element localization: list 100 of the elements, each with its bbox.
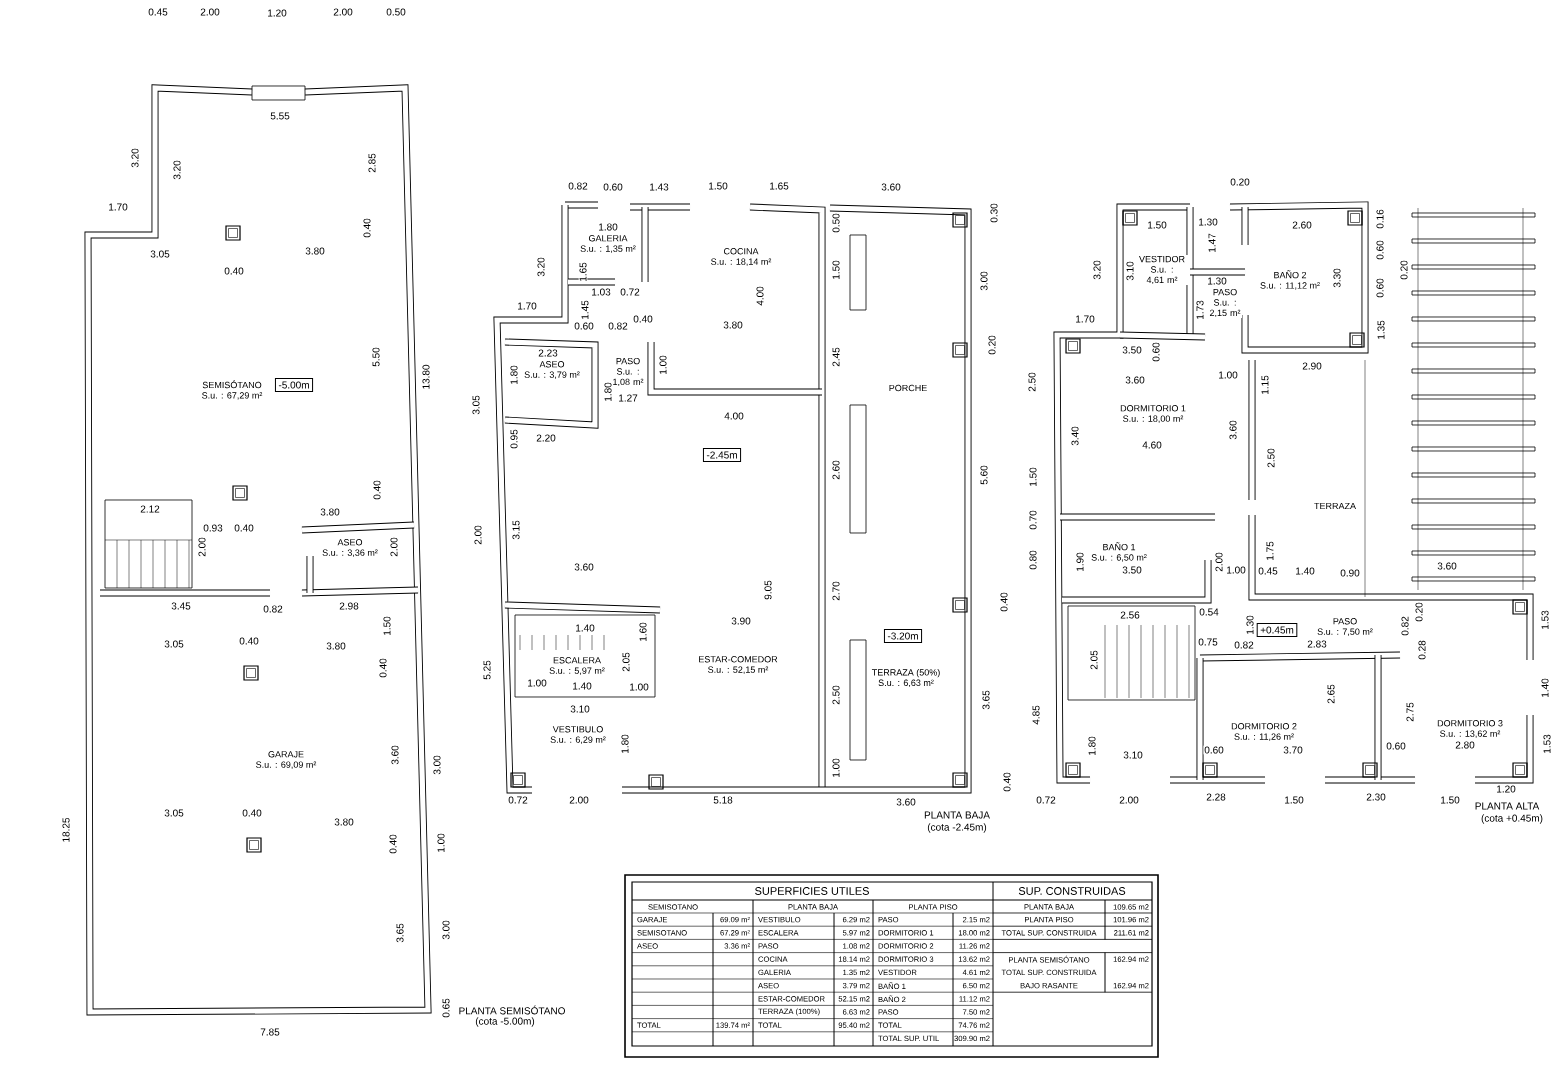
level-tag: -3.20m — [883, 628, 923, 644]
dimension-label: 1.65 — [768, 181, 790, 191]
level-tag: -2.45m — [702, 447, 742, 463]
dimension-label: 2.05 — [1089, 649, 1099, 671]
dimension-label: 3.80 — [722, 320, 744, 330]
dimension-label: 3.30 — [1332, 267, 1342, 289]
dimension-label: 3.65 — [395, 922, 405, 944]
dimension-label: 3.60 — [1436, 561, 1458, 571]
dimension-label: 0.82 — [262, 604, 284, 614]
table-heading: SUPERFICIES UTILES — [755, 887, 869, 895]
dimension-label: 1.50 — [382, 615, 392, 637]
dimension-label: 0.40 — [233, 523, 255, 533]
dimension-label: 0.40 — [1002, 771, 1012, 793]
dimension-label: 2.00 — [389, 536, 399, 558]
dimension-label: 1.00 — [526, 678, 548, 688]
dimension-label: 1.43 — [648, 182, 670, 192]
room-label: ASEO S.u. : 3,79 m² — [523, 360, 581, 380]
dimension-label: 0.70 — [1028, 509, 1038, 531]
dimension-label: 0.40 — [388, 833, 398, 855]
dimension-label: 3.60 — [1124, 375, 1146, 385]
dimension-label: 0.72 — [507, 795, 529, 805]
dimension-label: 3.00 — [432, 754, 442, 776]
dimension-label: 0.82 — [1233, 640, 1255, 650]
dimension-label: 0.20 — [987, 334, 997, 356]
dimension-label: 0.45 — [147, 7, 169, 17]
dimension-label: 1.30 — [1197, 217, 1219, 227]
dimension-label: 1.00 — [831, 757, 841, 779]
dimension-label: 3.05 — [149, 249, 171, 259]
dimension-label: 0.40 — [378, 657, 388, 679]
dimension-label: 3.80 — [304, 246, 326, 256]
plan-title: (cota -5.00m) — [474, 1016, 536, 1028]
dimension-label: 2.75 — [1405, 701, 1415, 723]
dimension-label: 0.30 — [989, 202, 999, 224]
dimension-label: 0.90 — [1339, 568, 1361, 578]
dimension-label: 1.70 — [1074, 314, 1096, 324]
dimension-label: 1.47 — [1207, 232, 1217, 254]
room-label: TERRAZA (50%) S.u. : 6,63 m² — [870, 667, 942, 689]
dimension-label: 3.10 — [1122, 750, 1144, 760]
dimension-label: 3.50 — [1121, 345, 1143, 355]
plan-title: (cota +0.45m) — [1480, 813, 1544, 825]
dimension-label: 1.40 — [1540, 677, 1550, 699]
room-label: GARAJE S.u. : 69,09 m² — [254, 750, 318, 770]
dimension-label: 3.00 — [979, 270, 989, 292]
dimension-label: 0.60 — [573, 321, 595, 331]
dimension-label: 2.00 — [199, 7, 221, 17]
dimension-label: 18.25 — [61, 816, 71, 844]
dimension-label: 2.28 — [1205, 792, 1227, 802]
room-label: PORCHE — [887, 383, 929, 393]
dimension-label: 3.05 — [471, 394, 481, 416]
dimension-label: 2.50 — [1027, 371, 1037, 393]
dimension-label: 1.50 — [1439, 795, 1461, 805]
dimension-label: 1.00 — [628, 682, 650, 692]
level-tag: +0.45m — [1256, 622, 1298, 638]
dimension-label: 1.80 — [509, 364, 519, 386]
dimension-label: 3.60 — [1228, 419, 1238, 441]
dimension-label: 1.20 — [1495, 784, 1517, 794]
dimension-label: 5.60 — [979, 464, 989, 486]
room-label: PASO S.u. : 2,15 m² — [1208, 287, 1242, 319]
dimension-label: 0.50 — [385, 7, 407, 17]
dimension-label: 3.70 — [1282, 745, 1304, 755]
dimension-label: 2.60 — [831, 459, 841, 481]
dimension-label: 0.60 — [1385, 741, 1407, 751]
dimension-label: 0.82 — [567, 181, 589, 191]
dimension-label: 0.80 — [1028, 549, 1038, 571]
dimension-label: 1.40 — [571, 681, 593, 691]
room-label: ESCALERA S.u. : 5,97 m² — [548, 656, 606, 676]
dimension-label: 3.60 — [573, 562, 595, 572]
dimension-label: 2.23 — [537, 348, 559, 358]
dimension-label: 0.60 — [1203, 745, 1225, 755]
dimension-label: 2.50 — [1266, 447, 1276, 469]
dimension-label: 3.20 — [536, 256, 546, 278]
dimension-label: 3.20 — [1092, 259, 1102, 281]
dimension-label: 0.75 — [1197, 637, 1219, 647]
dimension-label: 0.40 — [238, 636, 260, 646]
dimension-label: 1.00 — [1225, 565, 1247, 575]
room-label: GALERIA S.u. : 1,35 m² — [579, 234, 637, 254]
dimension-label: 3.00 — [441, 919, 451, 941]
dimension-label: 0.40 — [372, 479, 382, 501]
dimension-label: 0.40 — [999, 591, 1009, 613]
dimension-label: 2.50 — [831, 684, 841, 706]
plan-title: PLANTA SEMISÓTANO — [457, 1004, 567, 1016]
dimension-label: 4.60 — [1141, 440, 1163, 450]
room-label: VESTIDOR S.u. : 4,61 m² — [1136, 254, 1188, 286]
dimension-label: 2.05 — [621, 651, 631, 673]
dimension-label: 3.80 — [325, 641, 347, 651]
dimension-label: 1.50 — [1028, 466, 1038, 488]
dimension-label: 0.60 — [1375, 277, 1385, 299]
table-heading: SUP. CONSTRUIDAS — [1018, 887, 1126, 895]
dimension-label: 1.60 — [638, 621, 648, 643]
room-label: SEMISÓTANO S.u. : 67,29 m² — [200, 379, 264, 401]
room-label: TERRAZA — [1313, 501, 1357, 511]
dimension-label: 3.60 — [895, 797, 917, 807]
dimension-label: 3.80 — [333, 817, 355, 827]
dimension-label: 0.82 — [1400, 615, 1410, 637]
dimension-label: 1.65 — [578, 261, 588, 283]
dimension-label: 2.00 — [568, 795, 590, 805]
dimension-label: 0.16 — [1375, 208, 1385, 230]
dimension-label: 2.98 — [338, 601, 360, 611]
dimension-label: 3.10 — [569, 704, 591, 714]
dimension-label: 1.15 — [1260, 374, 1270, 396]
